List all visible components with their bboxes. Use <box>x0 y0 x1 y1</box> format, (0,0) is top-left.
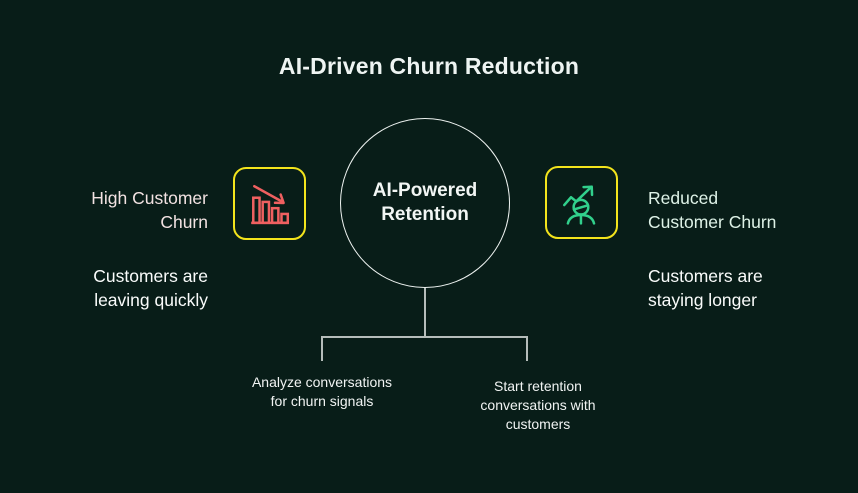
right-heading: Reduced Customer Churn <box>648 188 777 232</box>
right-text-block: Reduced Customer Churn Customers are sta… <box>648 168 843 330</box>
left-heading: High Customer Churn <box>91 188 208 232</box>
declining-bar-chart-icon <box>250 184 289 224</box>
connector-stem <box>424 288 426 338</box>
branch-label-retention: Start retention conversations with custo… <box>480 378 596 432</box>
left-subtext: Customers are leaving quickly <box>93 266 208 310</box>
connector-drop-left <box>321 336 323 361</box>
page-title: AI-Driven Churn Reduction <box>278 53 580 79</box>
central-node-label: AI-Powered Retention <box>372 180 478 225</box>
left-text-block: High Customer Churn Customers are leavin… <box>30 168 208 330</box>
connector-drop-right <box>526 336 528 361</box>
growth-person-icon <box>562 184 595 225</box>
left-icon-tile <box>233 167 306 240</box>
right-subtext: Customers are staying longer <box>648 266 763 310</box>
central-node: AI-Powered Retention <box>340 118 510 288</box>
connector-rail <box>321 336 528 338</box>
right-icon-tile <box>545 166 618 239</box>
branch-label-analyze: Analyze conversations for churn signals <box>251 374 393 409</box>
